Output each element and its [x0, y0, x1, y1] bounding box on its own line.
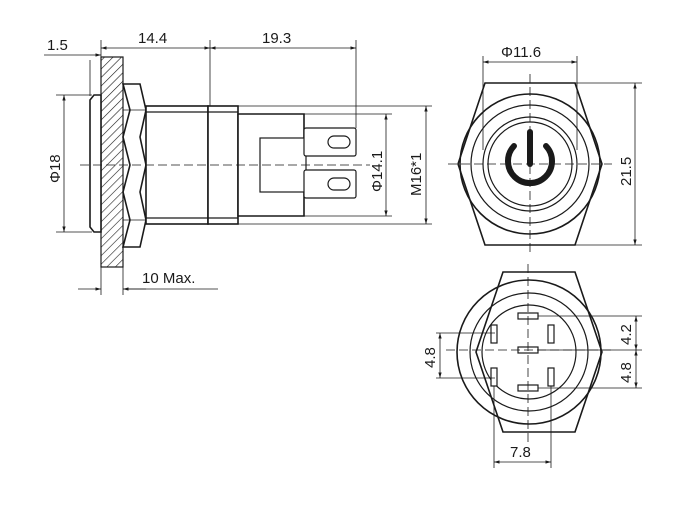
back-outer-circle: [456, 279, 602, 425]
dim-flange-label: 1.5: [47, 37, 68, 54]
back-terminal-pins: [490, 312, 555, 392]
side-view: 1.5 14.4 19.3 Φ18 Φ14.1 M16*1 10 Max.: [44, 30, 432, 295]
back-hex-nut: [475, 271, 603, 433]
head-flange: [89, 94, 102, 233]
dim-body-dia-label: Φ14.1: [369, 151, 386, 192]
dim-panel-max-label: 10 Max.: [142, 270, 195, 287]
dim-width-label: 7.8: [510, 444, 531, 461]
back-view: 4.8 4.2 4.8 7.8: [422, 264, 642, 468]
dim-left-pitch-label: 4.8: [422, 347, 439, 368]
dim-head-dia-label: Φ18: [47, 154, 64, 183]
dim-ring-dia-label: Φ11.6: [501, 44, 541, 61]
front-view: Φ11.6 21.5: [448, 44, 642, 254]
dim-terminal-length-label: 19.3: [262, 30, 291, 47]
dim-right-pitch-bottom-label: 4.8: [618, 362, 635, 383]
dim-hex-flats-label: 21.5: [618, 157, 635, 186]
terminal-pins: [303, 127, 357, 199]
hex-nut: [121, 83, 147, 248]
dim-thread-label: M16*1: [408, 153, 425, 196]
dim-right-pitch-top-label: 4.2: [618, 324, 635, 345]
dim-head-to-body-label: 14.4: [138, 30, 167, 47]
panel-section: [100, 56, 124, 268]
